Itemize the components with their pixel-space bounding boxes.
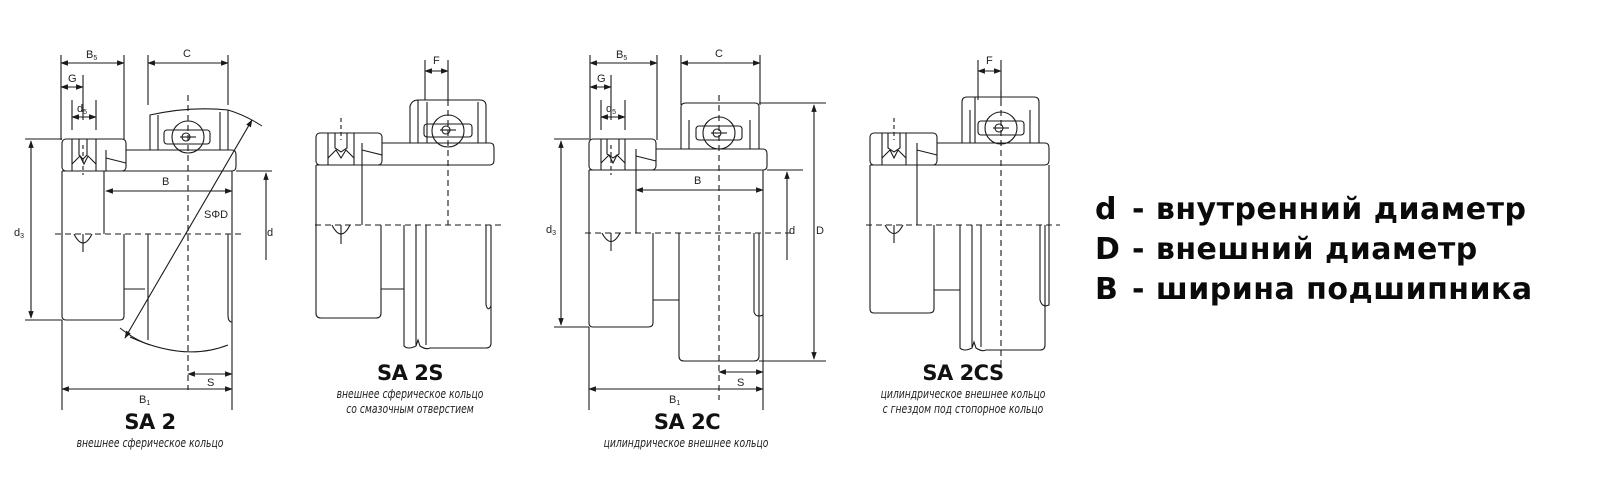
dim-label-d5: d5 bbox=[77, 103, 87, 116]
legend: d - внутренний диаметр D - внешний диаме… bbox=[1095, 190, 1533, 310]
diagram-title-sa2: SA 2 bbox=[124, 410, 176, 434]
dim-label-D: D bbox=[816, 225, 824, 237]
dim-label-s: S bbox=[737, 377, 744, 389]
legend-separator: - bbox=[1121, 272, 1156, 307]
legend-key: B bbox=[1095, 272, 1119, 307]
legend-text: внешний диаметр bbox=[1155, 232, 1478, 267]
dim-label-d3: d3 bbox=[546, 224, 556, 237]
dim-label-b5: B5 bbox=[616, 49, 627, 62]
diagram-title-sa2s: SA 2S bbox=[377, 361, 443, 385]
dim-label-f: F bbox=[986, 55, 993, 67]
dim-label-g: G bbox=[68, 73, 77, 85]
dim-label-b: B bbox=[694, 175, 701, 187]
diagram-title-sa2c: SA 2C bbox=[653, 410, 721, 434]
legend-text: внутренний диаметр bbox=[1155, 192, 1527, 227]
caption-line: цилиндрическое внешнее кольцо bbox=[603, 435, 769, 450]
diagram-sa2cs bbox=[866, 60, 1060, 370]
dim-label-b1: B1 bbox=[669, 394, 680, 407]
diagram-sa2s bbox=[315, 60, 505, 350]
dim-label-d: d bbox=[267, 227, 273, 239]
diagram-title-sa2cs: SA 2CS bbox=[922, 361, 1004, 385]
caption-line: цилиндрическое внешнее кольцо bbox=[880, 386, 1046, 401]
diagram-sa2 bbox=[25, 55, 272, 410]
legend-item-bearing-width: B - ширина подшипника bbox=[1095, 270, 1533, 310]
dim-label-g: G bbox=[597, 73, 606, 85]
legend-separator: - bbox=[1121, 192, 1156, 227]
diagram-caption-sa2: внешнее сферическое кольцо bbox=[52, 435, 249, 450]
caption-line: со смазочным отверстием bbox=[346, 401, 474, 416]
legend-item-outer-diameter: D - внешний диаметр bbox=[1095, 230, 1533, 270]
dim-label-d5: d5 bbox=[606, 103, 616, 116]
dim-label-d: d bbox=[789, 225, 795, 237]
legend-item-inner-diameter: d - внутренний диаметр bbox=[1095, 190, 1533, 230]
dim-label-c: C bbox=[715, 48, 723, 60]
caption-line: с гнездом под стопорное кольцо bbox=[882, 401, 1044, 416]
caption-line: внешнее сферическое кольцо bbox=[336, 386, 484, 401]
legend-key: D bbox=[1095, 232, 1121, 267]
legend-separator: - bbox=[1121, 232, 1156, 267]
dim-label-b1: B1 bbox=[139, 394, 150, 407]
dim-label-b5: B5 bbox=[86, 49, 97, 62]
legend-key: d bbox=[1095, 192, 1117, 227]
diagram-caption-sa2c: цилиндрическое внешнее кольцо bbox=[579, 435, 792, 450]
dim-label-f: F bbox=[433, 55, 440, 67]
dim-label-s: S bbox=[207, 377, 214, 389]
dimension-labels: B5 C G d5 B SΦD d3 d S B1 F B5 C G d5 B … bbox=[14, 48, 993, 407]
diagram-caption-sa2s: внешнее сферическое кольцо со смазочным … bbox=[303, 386, 516, 416]
dim-label-b: B bbox=[162, 176, 169, 188]
legend-text: ширина подшипника bbox=[1155, 272, 1533, 307]
diagram-sa2c bbox=[554, 55, 826, 410]
diagram-caption-sa2cs: цилиндрическое внешнее кольцо с гнездом … bbox=[848, 386, 1078, 416]
dim-label-c: C bbox=[183, 48, 191, 60]
caption-line: внешнее сферическое кольцо bbox=[76, 435, 224, 450]
dim-label-d3: d3 bbox=[14, 227, 24, 240]
dim-label-sphid: SΦD bbox=[204, 209, 228, 221]
